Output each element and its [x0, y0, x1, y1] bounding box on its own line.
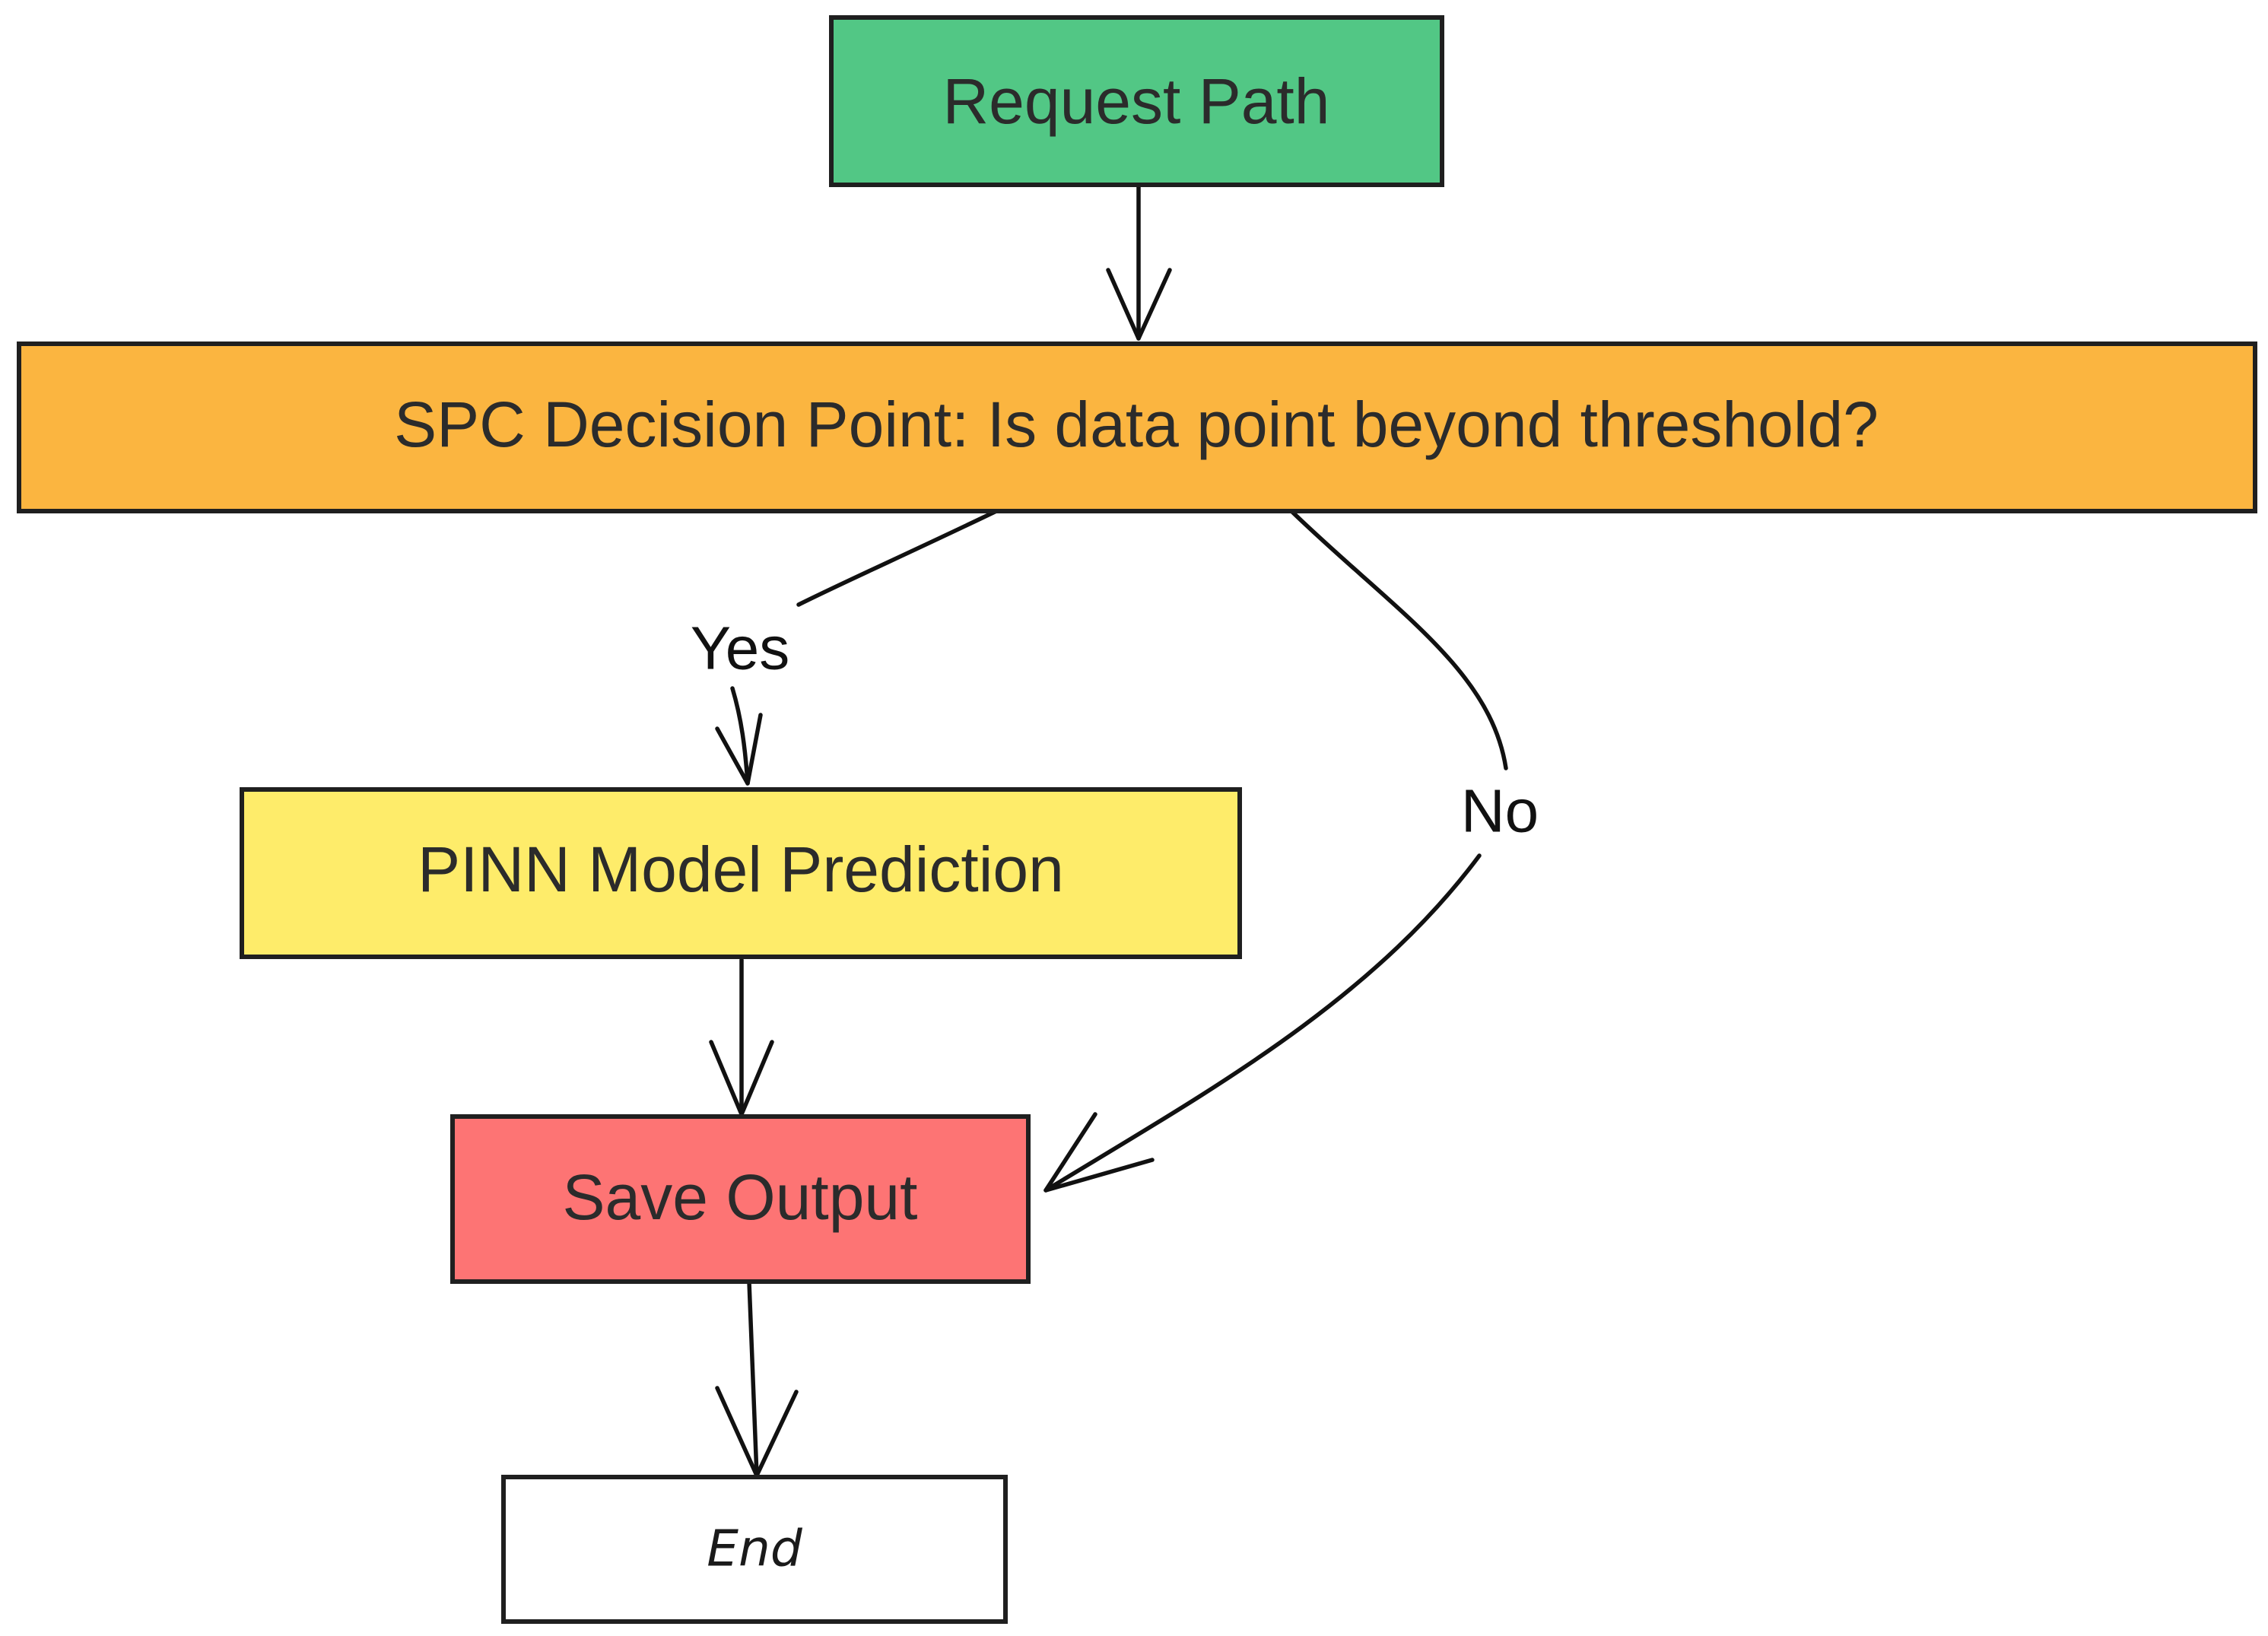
edge-decision-to-save-no — [1043, 509, 1508, 1193]
node-end-label: End — [707, 1520, 803, 1578]
edge-label-yes: Yes — [691, 615, 790, 682]
node-end: End — [501, 1475, 1008, 1624]
edge-label-no: No — [1461, 777, 1539, 845]
edge-request-to-decision — [1106, 184, 1172, 341]
node-request-path-label: Request Path — [942, 65, 1329, 137]
node-spc-decision-label: SPC Decision Point: Is data point beyond… — [394, 389, 1879, 460]
edge-pinn-to-save — [709, 958, 774, 1117]
node-save-output-label: Save Output — [563, 1161, 918, 1233]
node-pinn-prediction-box — [240, 787, 1242, 959]
node-pinn-prediction: PINN Model Prediction — [240, 787, 1242, 959]
node-request-path-box — [829, 15, 1444, 187]
node-spc-decision: SPC Decision Point: Is data point beyond… — [17, 341, 2257, 513]
node-request-path: Request Path — [829, 15, 1444, 187]
node-spc-decision-box — [17, 341, 2257, 513]
edge-save-to-end — [715, 1260, 799, 1478]
node-save-output: Save Output — [450, 1114, 1031, 1284]
node-end-box — [501, 1475, 1008, 1624]
node-save-output-box — [450, 1114, 1031, 1284]
edge-decision-to-pinn-yes — [715, 509, 999, 786]
node-pinn-prediction-label: PINN Model Prediction — [418, 834, 1064, 905]
